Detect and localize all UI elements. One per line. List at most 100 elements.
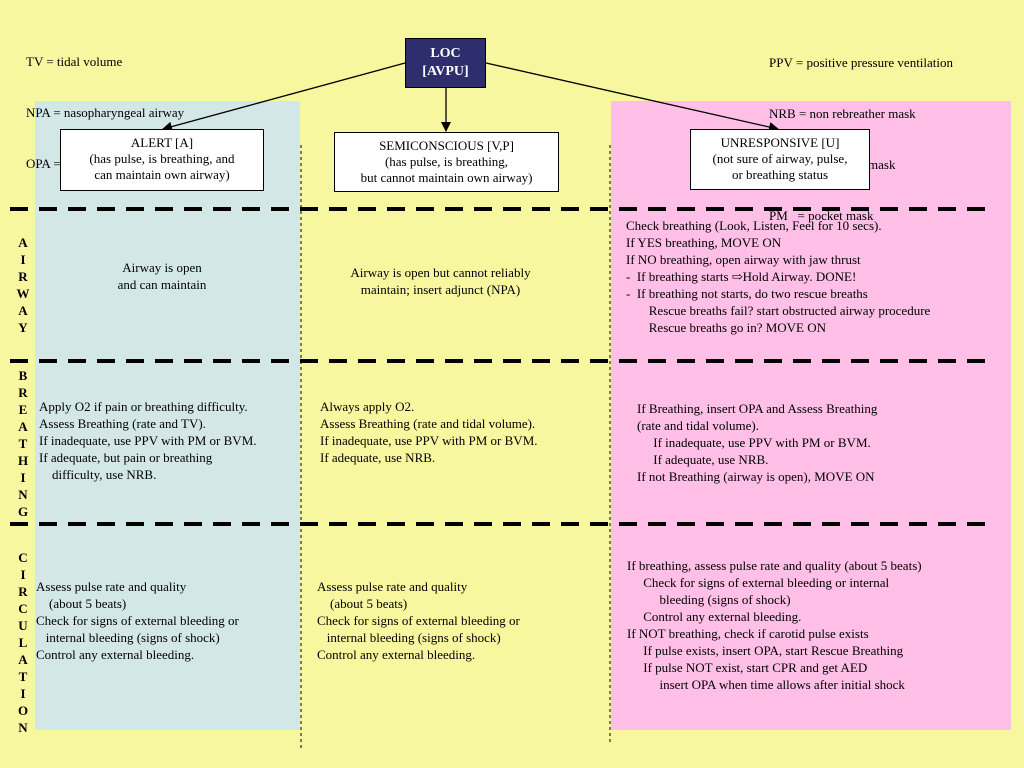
text-line: bleeding (signs of shock) <box>627 592 791 607</box>
semiconscious-breathing-text: Always apply O2. Assess Breathing (rate … <box>320 398 538 466</box>
row-label-letter: I <box>20 252 26 267</box>
text-line: If adequate, use NRB. <box>637 452 769 467</box>
row-label-letter: H <box>17 453 29 468</box>
text-line: If not Breathing (airway is open), MOVE … <box>637 469 875 484</box>
text-line: maintain; insert adjunct (NPA) <box>360 282 521 297</box>
row-label-letter: N <box>18 720 28 735</box>
row-label-letter: C <box>18 550 28 565</box>
semiconscious-header-line: but cannot maintain own airway) <box>360 170 533 185</box>
unresponsive-column-bg <box>611 101 1011 730</box>
semiconscious-circulation-text: Assess pulse rate and quality (about 5 b… <box>317 578 520 663</box>
text-line: internal bleeding (signs of shock) <box>36 630 220 645</box>
alert-header-line: can maintain own airway) <box>94 167 230 182</box>
text-line: Airway is open <box>122 260 202 275</box>
text-line: Rescue breaths fail? start obstructed ai… <box>626 303 931 318</box>
row-label-letter: Y <box>18 320 28 335</box>
text-line: Control any external bleeding. <box>317 647 476 662</box>
text-line: Assess Breathing (rate and TV). <box>39 416 206 431</box>
legend-right-item: NRB = non rebreather mask <box>769 106 916 121</box>
row-label-letter: O <box>17 703 29 718</box>
unresponsive-header-line: or breathing status <box>731 167 829 182</box>
row-label-letter: A <box>18 303 28 318</box>
alert-header-box: ALERT [A] (has pulse, is breathing, and … <box>60 129 264 191</box>
row-label-letter: I <box>20 470 26 485</box>
text-line: Check for signs of external bleeding or <box>317 613 520 628</box>
row-label-letter: U <box>18 618 28 633</box>
text-line: Check breathing (Look, Listen, Feel for … <box>626 218 882 233</box>
text-line: Check for signs of external bleeding or … <box>627 575 890 590</box>
legend-left-item: NPA = nasopharyngeal airway <box>26 105 185 120</box>
text-line: If NOT breathing, check if carotid pulse… <box>627 626 869 641</box>
legend-right-item: PPV = positive pressure ventilation <box>769 55 954 70</box>
row-label-letter: A <box>18 419 28 434</box>
alert-airway-text: Airway is open and can maintain <box>60 259 264 293</box>
text-line: If adequate, use NRB. <box>320 450 436 465</box>
alert-breathing-text: Apply O2 if pain or breathing difficulty… <box>39 398 257 483</box>
loc-avpu-box: LOC [AVPU] <box>405 38 486 88</box>
row-label-letter: R <box>18 385 28 400</box>
row-label-letter: C <box>18 601 28 616</box>
text-line: Assess pulse rate and quality <box>317 579 468 594</box>
row-label-letter: N <box>18 487 28 502</box>
semiconscious-header-title: SEMICONSCIOUS [V,P] <box>379 138 514 153</box>
legend-right-item: PM = pocket mask <box>769 208 874 223</box>
text-line: Check for signs of external bleeding or <box>36 613 239 628</box>
alert-header-line: (has pulse, is breathing, and <box>89 151 235 166</box>
text-line: If YES breathing, MOVE ON <box>626 235 782 250</box>
alert-header-title: ALERT [A] <box>130 135 194 150</box>
row-label-letter: A <box>18 235 28 250</box>
row-label-letter: T <box>18 669 28 684</box>
row-label-letter: E <box>18 402 28 417</box>
row-label-letter: G <box>17 504 29 519</box>
row-label-breathing: B R E A T H I N G <box>15 367 31 520</box>
row-label-letter: L <box>18 635 28 650</box>
text-line: (about 5 beats) <box>317 596 408 611</box>
loc-subtitle: [AVPU] <box>422 64 469 79</box>
row-label-letter: A <box>18 652 28 667</box>
loc-title: LOC <box>430 46 461 61</box>
text-line: Airway is open but cannot reliably <box>350 265 531 280</box>
text-line: and can maintain <box>117 277 207 292</box>
row-label-letter: I <box>20 686 26 701</box>
text-line: Rescue breaths go in? MOVE ON <box>626 320 827 335</box>
unresponsive-airway-text: Check breathing (Look, Listen, Feel for … <box>626 217 930 336</box>
row-label-letter: R <box>18 584 28 599</box>
text-line: Assess Breathing (rate and tidal volume)… <box>320 416 536 431</box>
arrow-to-unresponsive <box>485 62 779 132</box>
text-line: If pulse exists, insert OPA, start Rescu… <box>627 643 904 658</box>
unresponsive-header-line: (not sure of airway, pulse, <box>712 151 848 166</box>
text-line: - If breathing not starts, do two rescue… <box>626 286 868 301</box>
text-line: insert OPA when time allows after initia… <box>627 677 905 692</box>
row-label-letter: T <box>18 436 28 451</box>
text-line: Control any external bleeding. <box>627 609 802 624</box>
unresponsive-breathing-text: If Breathing, insert OPA and Assess Brea… <box>637 400 877 485</box>
alert-column-bg <box>35 101 300 730</box>
row-label-letter: B <box>18 368 28 383</box>
text-line: Always apply O2. <box>320 399 415 414</box>
text-line: difficulty, use NRB. <box>39 467 157 482</box>
arrow-to-alert <box>162 62 406 132</box>
text-line: (rate and tidal volume). <box>637 418 760 433</box>
legend-left-item: TV = tidal volume <box>26 54 123 69</box>
text-line: If pulse NOT exist, start CPR and get AE… <box>627 660 868 675</box>
row-label-circulation: C I R C U L A T I O N <box>15 549 31 736</box>
row-label-letter: R <box>18 269 28 284</box>
text-line: If NO breathing, open airway with jaw th… <box>626 252 861 267</box>
row-label-airway: A I R W A Y <box>15 234 31 336</box>
text-line: Apply O2 if pain or breathing difficulty… <box>39 399 248 414</box>
text-line: If breathing, assess pulse rate and qual… <box>627 558 922 573</box>
text-line: If adequate, but pain or breathing <box>39 450 213 465</box>
unresponsive-header-title: UNRESPONSIVE [U] <box>720 135 840 150</box>
semiconscious-airway-text: Airway is open but cannot reliably maint… <box>318 264 563 298</box>
text-line: Control any external bleeding. <box>36 647 195 662</box>
semiconscious-header-line: (has pulse, is breathing, <box>384 154 509 169</box>
semiconscious-header-box: SEMICONSCIOUS [V,P] (has pulse, is breat… <box>334 132 559 192</box>
unresponsive-header-box: UNRESPONSIVE [U] (not sure of airway, pu… <box>690 129 870 190</box>
text-line: - If breathing starts ⇨Hold Airway. DONE… <box>626 269 857 284</box>
text-line: If inadequate, use PPV with PM or BVM. <box>39 433 257 448</box>
text-line: If Breathing, insert OPA and Assess Brea… <box>637 401 878 416</box>
unresponsive-circulation-text: If breathing, assess pulse rate and qual… <box>627 557 922 693</box>
text-line: internal bleeding (signs of shock) <box>317 630 501 645</box>
row-label-letter: W <box>16 286 30 301</box>
